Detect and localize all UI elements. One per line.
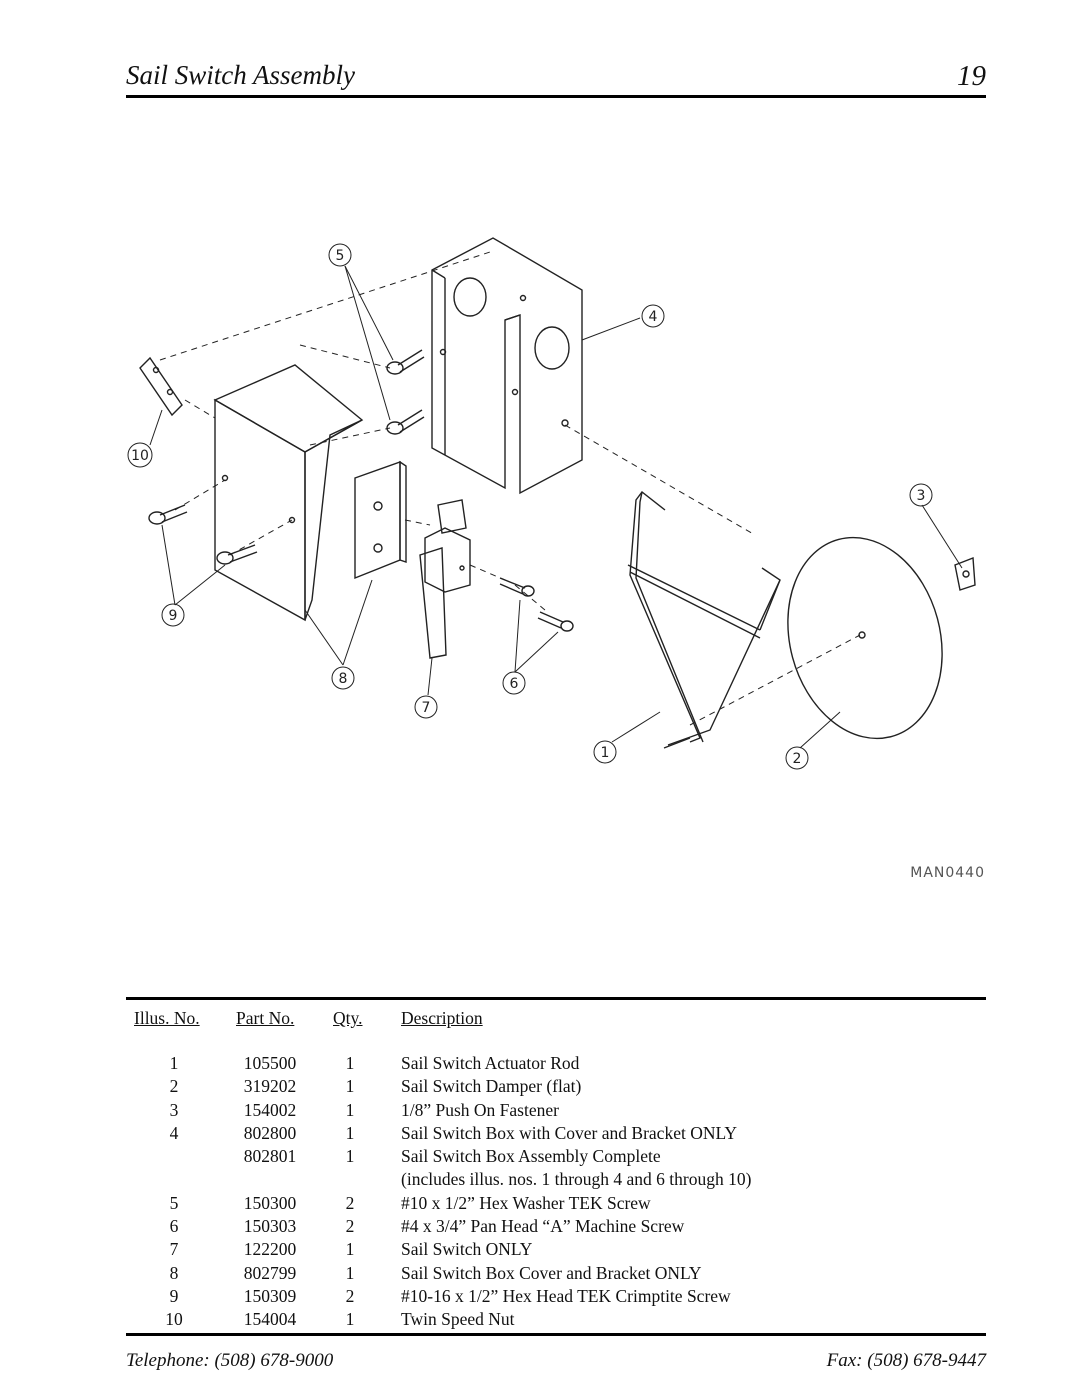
description-cell: 1/8” Push On Fastener bbox=[401, 1099, 559, 1120]
header-illus-no: Illus. No. bbox=[134, 1008, 200, 1028]
sail-switch-part bbox=[419, 499, 471, 659]
header-qty: Qty. bbox=[333, 1008, 363, 1028]
header-description: Description bbox=[401, 1008, 483, 1028]
qty-cell: 2 bbox=[345, 1192, 355, 1213]
part-no-cell: 150300 bbox=[243, 1192, 297, 1213]
part-no-cell: 154004 bbox=[243, 1309, 297, 1330]
callout-label: 4 bbox=[649, 309, 658, 325]
callout-label: 7 bbox=[422, 700, 431, 716]
table-row: 8 802799 1 Sail Switch Box Cover and Bra… bbox=[126, 1262, 986, 1285]
part-no-cell: 319202 bbox=[243, 1076, 297, 1097]
crimptite-screws bbox=[148, 504, 258, 565]
table-row: 4 802800 1 Sail Switch Box with Cover an… bbox=[126, 1122, 986, 1145]
qty-cell: 1 bbox=[345, 1239, 355, 1260]
header-rule bbox=[126, 95, 986, 98]
illus-no-cell: 9 bbox=[169, 1285, 179, 1306]
twin-speed-nut-part bbox=[139, 356, 183, 417]
description-cell: Sail Switch Box Cover and Bracket ONLY bbox=[401, 1262, 702, 1283]
callout-leaders bbox=[149, 265, 963, 749]
description-cell: Twin Speed Nut bbox=[401, 1309, 515, 1330]
part-no-cell: 802800 bbox=[243, 1122, 297, 1143]
table-row: 1 105500 1 Sail Switch Actuator Rod bbox=[126, 1052, 986, 1075]
illus-no-cell: 6 bbox=[169, 1216, 179, 1237]
table-row: 802801 1 Sail Switch Box Assembly Comple… bbox=[126, 1145, 986, 1168]
part-no-cell: 802801 bbox=[243, 1146, 297, 1167]
description-cell: (includes illus. nos. 1 through 4 and 6 … bbox=[401, 1169, 752, 1190]
illus-no-cell: 4 bbox=[169, 1122, 179, 1143]
bracket-part bbox=[354, 460, 407, 580]
illus-no-cell: 8 bbox=[169, 1262, 179, 1283]
description-cell: Sail Switch Box with Cover and Bracket O… bbox=[401, 1122, 738, 1143]
telephone-number: Telephone: (508) 678-9000 bbox=[126, 1350, 334, 1371]
callout-label: 2 bbox=[793, 751, 802, 767]
fax-number: Fax: (508) 678-9447 bbox=[826, 1350, 986, 1371]
qty-cell: 1 bbox=[345, 1262, 355, 1283]
qty-cell: 1 bbox=[345, 1076, 355, 1097]
table-row: 9 150309 2 #10-16 x 1/2” Hex Head TEK Cr… bbox=[126, 1285, 986, 1308]
part-no-cell: 150309 bbox=[243, 1285, 297, 1306]
qty-cell: 2 bbox=[345, 1216, 355, 1237]
part-no-cell: 802799 bbox=[243, 1262, 297, 1283]
part-no-cell: 122200 bbox=[243, 1239, 297, 1260]
damper-disc-part bbox=[787, 536, 943, 740]
qty-cell: 1 bbox=[345, 1053, 355, 1073]
pan-head-screws bbox=[499, 577, 574, 632]
callout-label: 6 bbox=[510, 676, 519, 692]
page-footer: Telephone: (508) 678-9000 Fax: (508) 678… bbox=[126, 1350, 986, 1380]
switch-box-part bbox=[431, 237, 583, 495]
callout-label: 1 bbox=[601, 745, 610, 761]
table-row: 7 122200 1 Sail Switch ONLY bbox=[126, 1238, 986, 1261]
part-no-cell: 105500 bbox=[243, 1053, 297, 1073]
callout-label: 3 bbox=[917, 488, 926, 504]
part-no-cell: 154002 bbox=[243, 1099, 297, 1120]
description-cell: #10 x 1/2” Hex Washer TEK Screw bbox=[401, 1192, 651, 1213]
callout-label: 5 bbox=[336, 248, 345, 264]
description-cell: Sail Switch ONLY bbox=[401, 1239, 533, 1260]
actuator-rod-part bbox=[627, 491, 781, 749]
illus-no-cell: 10 bbox=[165, 1309, 183, 1330]
description-cell: #10-16 x 1/2” Hex Head TEK Crimptite Scr… bbox=[401, 1285, 731, 1306]
callout-label: 8 bbox=[339, 671, 348, 687]
illus-no-cell: 1 bbox=[169, 1053, 179, 1073]
page-number: 19 bbox=[957, 60, 986, 92]
callout-bubbles bbox=[127, 243, 933, 770]
illus-no-cell: 5 bbox=[169, 1192, 179, 1213]
table-bottom-rule bbox=[126, 1333, 986, 1336]
table-row: 2 319202 1 Sail Switch Damper (flat) bbox=[126, 1075, 986, 1098]
description-cell: Sail Switch Damper (flat) bbox=[401, 1076, 582, 1097]
push-on-fastener-part bbox=[954, 557, 976, 591]
table-row: (includes illus. nos. 1 through 4 and 6 … bbox=[126, 1168, 986, 1191]
page-header: Sail Switch Assembly 19 bbox=[126, 58, 986, 98]
header-part-no: Part No. bbox=[236, 1008, 295, 1028]
page-title: Sail Switch Assembly bbox=[126, 60, 355, 90]
table-row: 6 150303 2 #4 x 3/4” Pan Head “A” Machin… bbox=[126, 1215, 986, 1238]
description-cell: #4 x 3/4” Pan Head “A” Machine Screw bbox=[401, 1216, 685, 1237]
assembly-guide-lines bbox=[159, 251, 861, 726]
table-header-row: Illus. No. Part No. Qty. Description bbox=[126, 1007, 986, 1029]
qty-cell: 1 bbox=[345, 1146, 355, 1167]
qty-cell: 1 bbox=[345, 1122, 355, 1143]
parts-table: Illus. No. Part No. Qty. Description 1 1… bbox=[126, 1007, 986, 1332]
exploded-parts-diagram: 5 4 10 3 9 8 7 6 1 2 MAN0440 bbox=[127, 237, 985, 881]
qty-cell: 2 bbox=[345, 1285, 355, 1306]
hex-washer-screws bbox=[386, 349, 425, 435]
illus-no-cell: 2 bbox=[169, 1076, 179, 1097]
description-cell: Sail Switch Box Assembly Complete bbox=[401, 1146, 661, 1167]
box-cover-part bbox=[213, 364, 364, 622]
qty-cell: 1 bbox=[345, 1099, 355, 1120]
table-row: 5 150300 2 #10 x 1/2” Hex Washer TEK Scr… bbox=[126, 1192, 986, 1215]
drawing-code: MAN0440 bbox=[910, 865, 985, 881]
callout-label: 9 bbox=[169, 608, 178, 624]
description-cell: Sail Switch Actuator Rod bbox=[401, 1053, 580, 1073]
qty-cell: 1 bbox=[345, 1309, 355, 1330]
table-top-rule bbox=[126, 997, 986, 1000]
table-row: 10 154004 1 Twin Speed Nut bbox=[126, 1308, 986, 1331]
illus-no-cell: 7 bbox=[169, 1239, 179, 1260]
part-no-cell: 150303 bbox=[243, 1216, 297, 1237]
illus-no-cell: 3 bbox=[169, 1099, 179, 1120]
table-row: 3 154002 1 1/8” Push On Fastener bbox=[126, 1099, 986, 1122]
callout-label: 10 bbox=[131, 448, 149, 464]
